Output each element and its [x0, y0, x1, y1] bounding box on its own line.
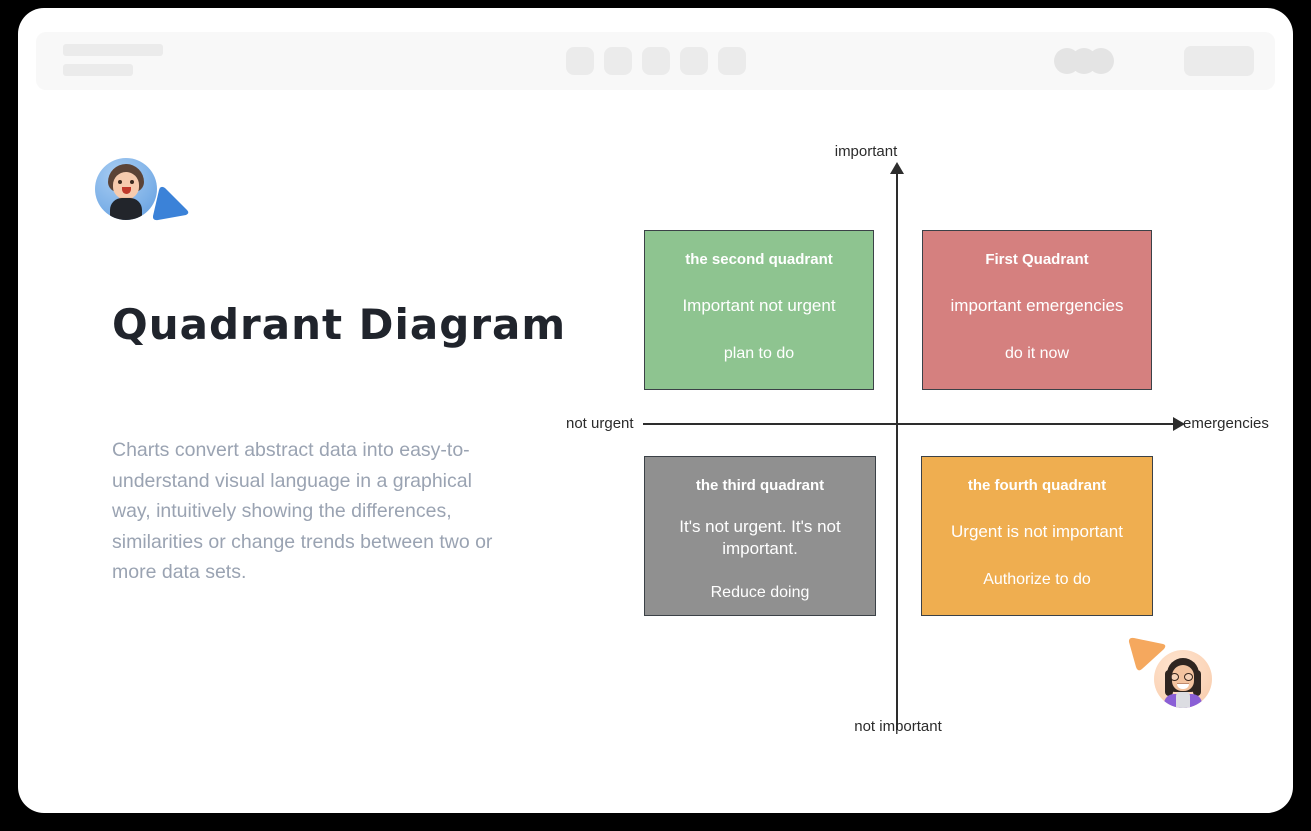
quadrant-description: important emergencies [950, 296, 1124, 315]
x-axis-arrow-icon [1173, 417, 1185, 431]
avatar-body [110, 198, 142, 220]
tool-square-2[interactable] [603, 47, 632, 75]
y-axis-line [896, 170, 898, 730]
tool-square-4[interactable] [679, 47, 708, 75]
avatar-eye-right [130, 180, 134, 184]
avatar-shirt [1176, 692, 1190, 708]
avatar-eye-left [118, 180, 122, 184]
user-presence-marker [95, 158, 189, 221]
quadrant-box-second[interactable]: the second quadrant Important not urgent… [644, 230, 874, 390]
axis-label-emergencies: emergencies [1183, 415, 1269, 432]
quadrant-description: Important not urgent [682, 296, 836, 315]
avatar-glasses-right [1184, 673, 1193, 681]
avatar [1154, 650, 1212, 708]
quadrant-description: It's not urgent. It's not important. [679, 517, 841, 558]
quadrant-action: Reduce doing [710, 584, 810, 601]
quadrant-box-first[interactable]: First Quadrant important emergencies do … [922, 230, 1152, 390]
quadrant-title: First Quadrant [985, 251, 1089, 268]
avatar [95, 158, 157, 220]
share-button[interactable] [1184, 46, 1254, 76]
page-description: Charts convert abstract data into easy-t… [112, 439, 493, 583]
quadrant-box-third[interactable]: the third quadrant It's not urgent. It's… [644, 456, 876, 616]
toolbar [36, 32, 1275, 90]
avatar-glasses-left [1170, 673, 1179, 681]
toolbar-placeholder-group [63, 44, 163, 76]
quadrant-title: the third quadrant [695, 477, 825, 494]
tool-square-1[interactable] [565, 47, 594, 75]
toolbar-tools [36, 47, 1275, 75]
quadrant-description: Urgent is not important [951, 522, 1123, 541]
axis-label-not-urgent: not urgent [566, 415, 634, 432]
avatar-hair-left [1165, 670, 1173, 696]
toolbar-placeholder-bar-1 [63, 44, 163, 56]
avatar-hair-right [1193, 670, 1201, 696]
app-window: Quadrant Diagram Charts convert abstract… [18, 8, 1293, 813]
quadrant-action: plan to do [723, 345, 795, 362]
quadrant-title: the second quadrant [685, 251, 833, 268]
tool-square-3[interactable] [641, 47, 670, 75]
quadrant-title: the fourth quadrant [967, 477, 1107, 494]
collaborator-avatar-group[interactable] [1054, 48, 1114, 74]
quadrant-chart: important not important not urgent emerg… [558, 138, 1273, 738]
x-axis-line [643, 423, 1178, 425]
y-axis-arrow-icon [890, 162, 904, 174]
tool-square-5[interactable] [717, 47, 746, 75]
quadrant-action: do it now [1004, 345, 1070, 362]
avatar-mouth [122, 187, 131, 194]
collaborator-presence-marker [1126, 636, 1222, 708]
avatar-face [113, 172, 139, 199]
page-title: Quadrant Diagram [112, 300, 567, 349]
axis-label-important: important [834, 143, 898, 160]
quadrant-box-fourth[interactable]: the fourth quadrant Urgent is not import… [921, 456, 1153, 616]
cursor-pointer-icon [1126, 636, 1168, 681]
toolbar-placeholder-bar-2 [63, 64, 133, 76]
collaborator-avatar-3[interactable] [1088, 48, 1114, 74]
axis-label-not-important: not important [854, 718, 942, 735]
avatar-mouth [1177, 683, 1189, 689]
quadrant-action: Authorize to do [983, 571, 1091, 588]
